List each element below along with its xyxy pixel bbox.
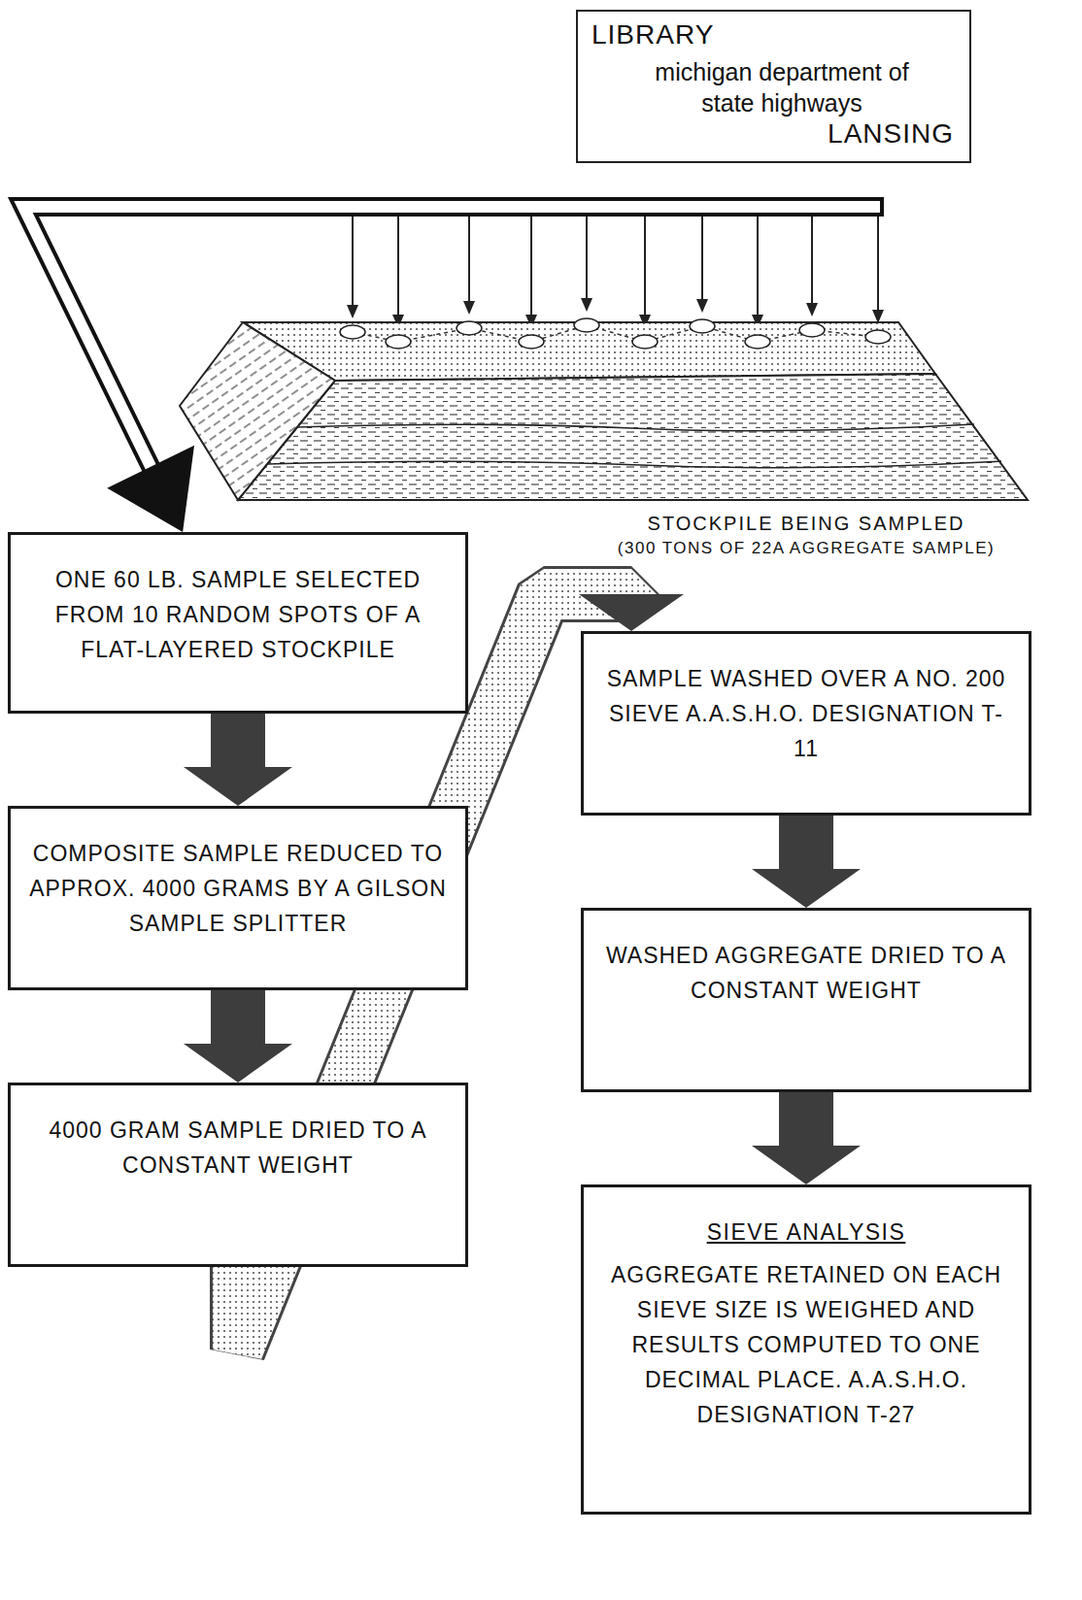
sampling-bar: [151, 199, 882, 215]
sampling-arrowhead: [872, 309, 884, 324]
arrow-shaft: [23, 206, 156, 474]
sampling-arrowhead: [696, 299, 709, 313]
stockpile-end: [179, 322, 336, 501]
arrow-shaft: [210, 990, 266, 1049]
process-box: 4000 GRAM SAMPLE DRIED TO A CONSTANT WEI…: [7, 1082, 469, 1268]
box-text: COMPOSITE SAMPLE REDUCED TO APPROX. 4000…: [26, 836, 450, 942]
sampling-arrow: [397, 216, 400, 317]
box-text: WASHED AGGREGATE DRIED TO A CONSTANT WEI…: [599, 938, 1014, 1009]
stamp-heading: LIBRARY: [591, 19, 714, 51]
library-stamp: LIBRARY michigan department of state high…: [575, 9, 972, 164]
sampling-arrowhead: [806, 303, 818, 317]
box-text: SAMPLE WASHED OVER A NO. 200 SIEVE A.A.S…: [599, 661, 1014, 767]
sampling-arrow: [585, 216, 588, 301]
sampling-trace: [352, 325, 879, 342]
arrow-head: [751, 1146, 861, 1185]
stamp-place: LANSING: [827, 118, 954, 150]
process-box: WASHED AGGREGATE DRIED TO A CONSTANT WEI…: [580, 908, 1032, 1093]
arrow-shaft: [778, 815, 834, 874]
flow-arrow: [751, 815, 861, 909]
flow-arrow: [23, 206, 195, 533]
arrow-shaft: [210, 713, 266, 772]
stockpile: STOCKPILE BEING SAMPLED(300 TONS OF 22A …: [155, 199, 1040, 583]
sample-spot: [632, 335, 658, 349]
sampling-arrow: [877, 216, 880, 312]
sampling-arrow: [701, 216, 704, 302]
box-text: 4000 GRAM SAMPLE DRIED TO A CONSTANT WEI…: [26, 1113, 450, 1184]
sampling-arrow: [351, 216, 354, 307]
stockpile-caption: STOCKPILE BEING SAMPLED: [568, 512, 1045, 536]
sampling-arrow: [811, 216, 813, 305]
sample-spot: [518, 335, 544, 349]
arrow-head: [578, 594, 684, 632]
arrow-head: [106, 445, 195, 533]
arrow-head: [751, 869, 861, 909]
process-box: SIEVE ANALYSIS AGGREGATE RETAINED ON EACH…: [580, 1184, 1032, 1516]
box-text: ONE 60 LB. SAMPLE SELECTED FROM 10 RANDO…: [26, 562, 450, 668]
arrow-shaft: [778, 1092, 834, 1150]
sample-spot: [689, 319, 715, 334]
sampling-arrowhead: [580, 298, 593, 312]
sample-spot: [865, 330, 891, 344]
flow-arrow: [751, 1092, 861, 1185]
sample-spot: [339, 325, 366, 339]
stockpile-front: [237, 373, 1028, 501]
sample-spot: [574, 318, 600, 333]
arrow-shaft: [23, 206, 156, 474]
sampling-arrow: [756, 216, 759, 317]
sampling-arrow: [643, 216, 646, 317]
box-text: AGGREGATE RETAINED ON EACH SIEVE SIZE IS…: [599, 1257, 1014, 1433]
process-box: SAMPLE WASHED OVER A NO. 200 SIEVE A.A.S…: [580, 631, 1032, 816]
sampling-arrows: [346, 216, 884, 329]
sample-spot: [456, 321, 482, 336]
sample-spot: [385, 335, 411, 349]
sample-spot: [799, 323, 825, 338]
process-box: COMPOSITE SAMPLE REDUCED TO APPROX. 4000…: [7, 806, 469, 991]
sampling-arrowhead: [463, 301, 475, 315]
box-heading: SIEVE ANALYSIS: [599, 1215, 1014, 1251]
sampling-arrowhead: [346, 304, 359, 319]
arrow-head: [183, 1044, 293, 1083]
flow-arrow: [183, 713, 293, 807]
sampling-arrow: [530, 216, 533, 317]
stockpile-layer-line: [297, 424, 975, 432]
stamp-text: michigan department of state highways: [626, 56, 938, 119]
stockpile-layer-line: [267, 461, 1002, 469]
process-box: ONE 60 LB. SAMPLE SELECTED FROM 10 RANDO…: [7, 532, 469, 714]
sampling-arrow: [468, 216, 471, 304]
stockpile-caption: (300 TONS OF 22A AGGREGATE SAMPLE): [568, 539, 1045, 559]
sample-spots: [339, 318, 891, 349]
sample-spot: [744, 335, 771, 349]
flow-arrow: [183, 990, 293, 1083]
arrow-head: [183, 767, 293, 807]
